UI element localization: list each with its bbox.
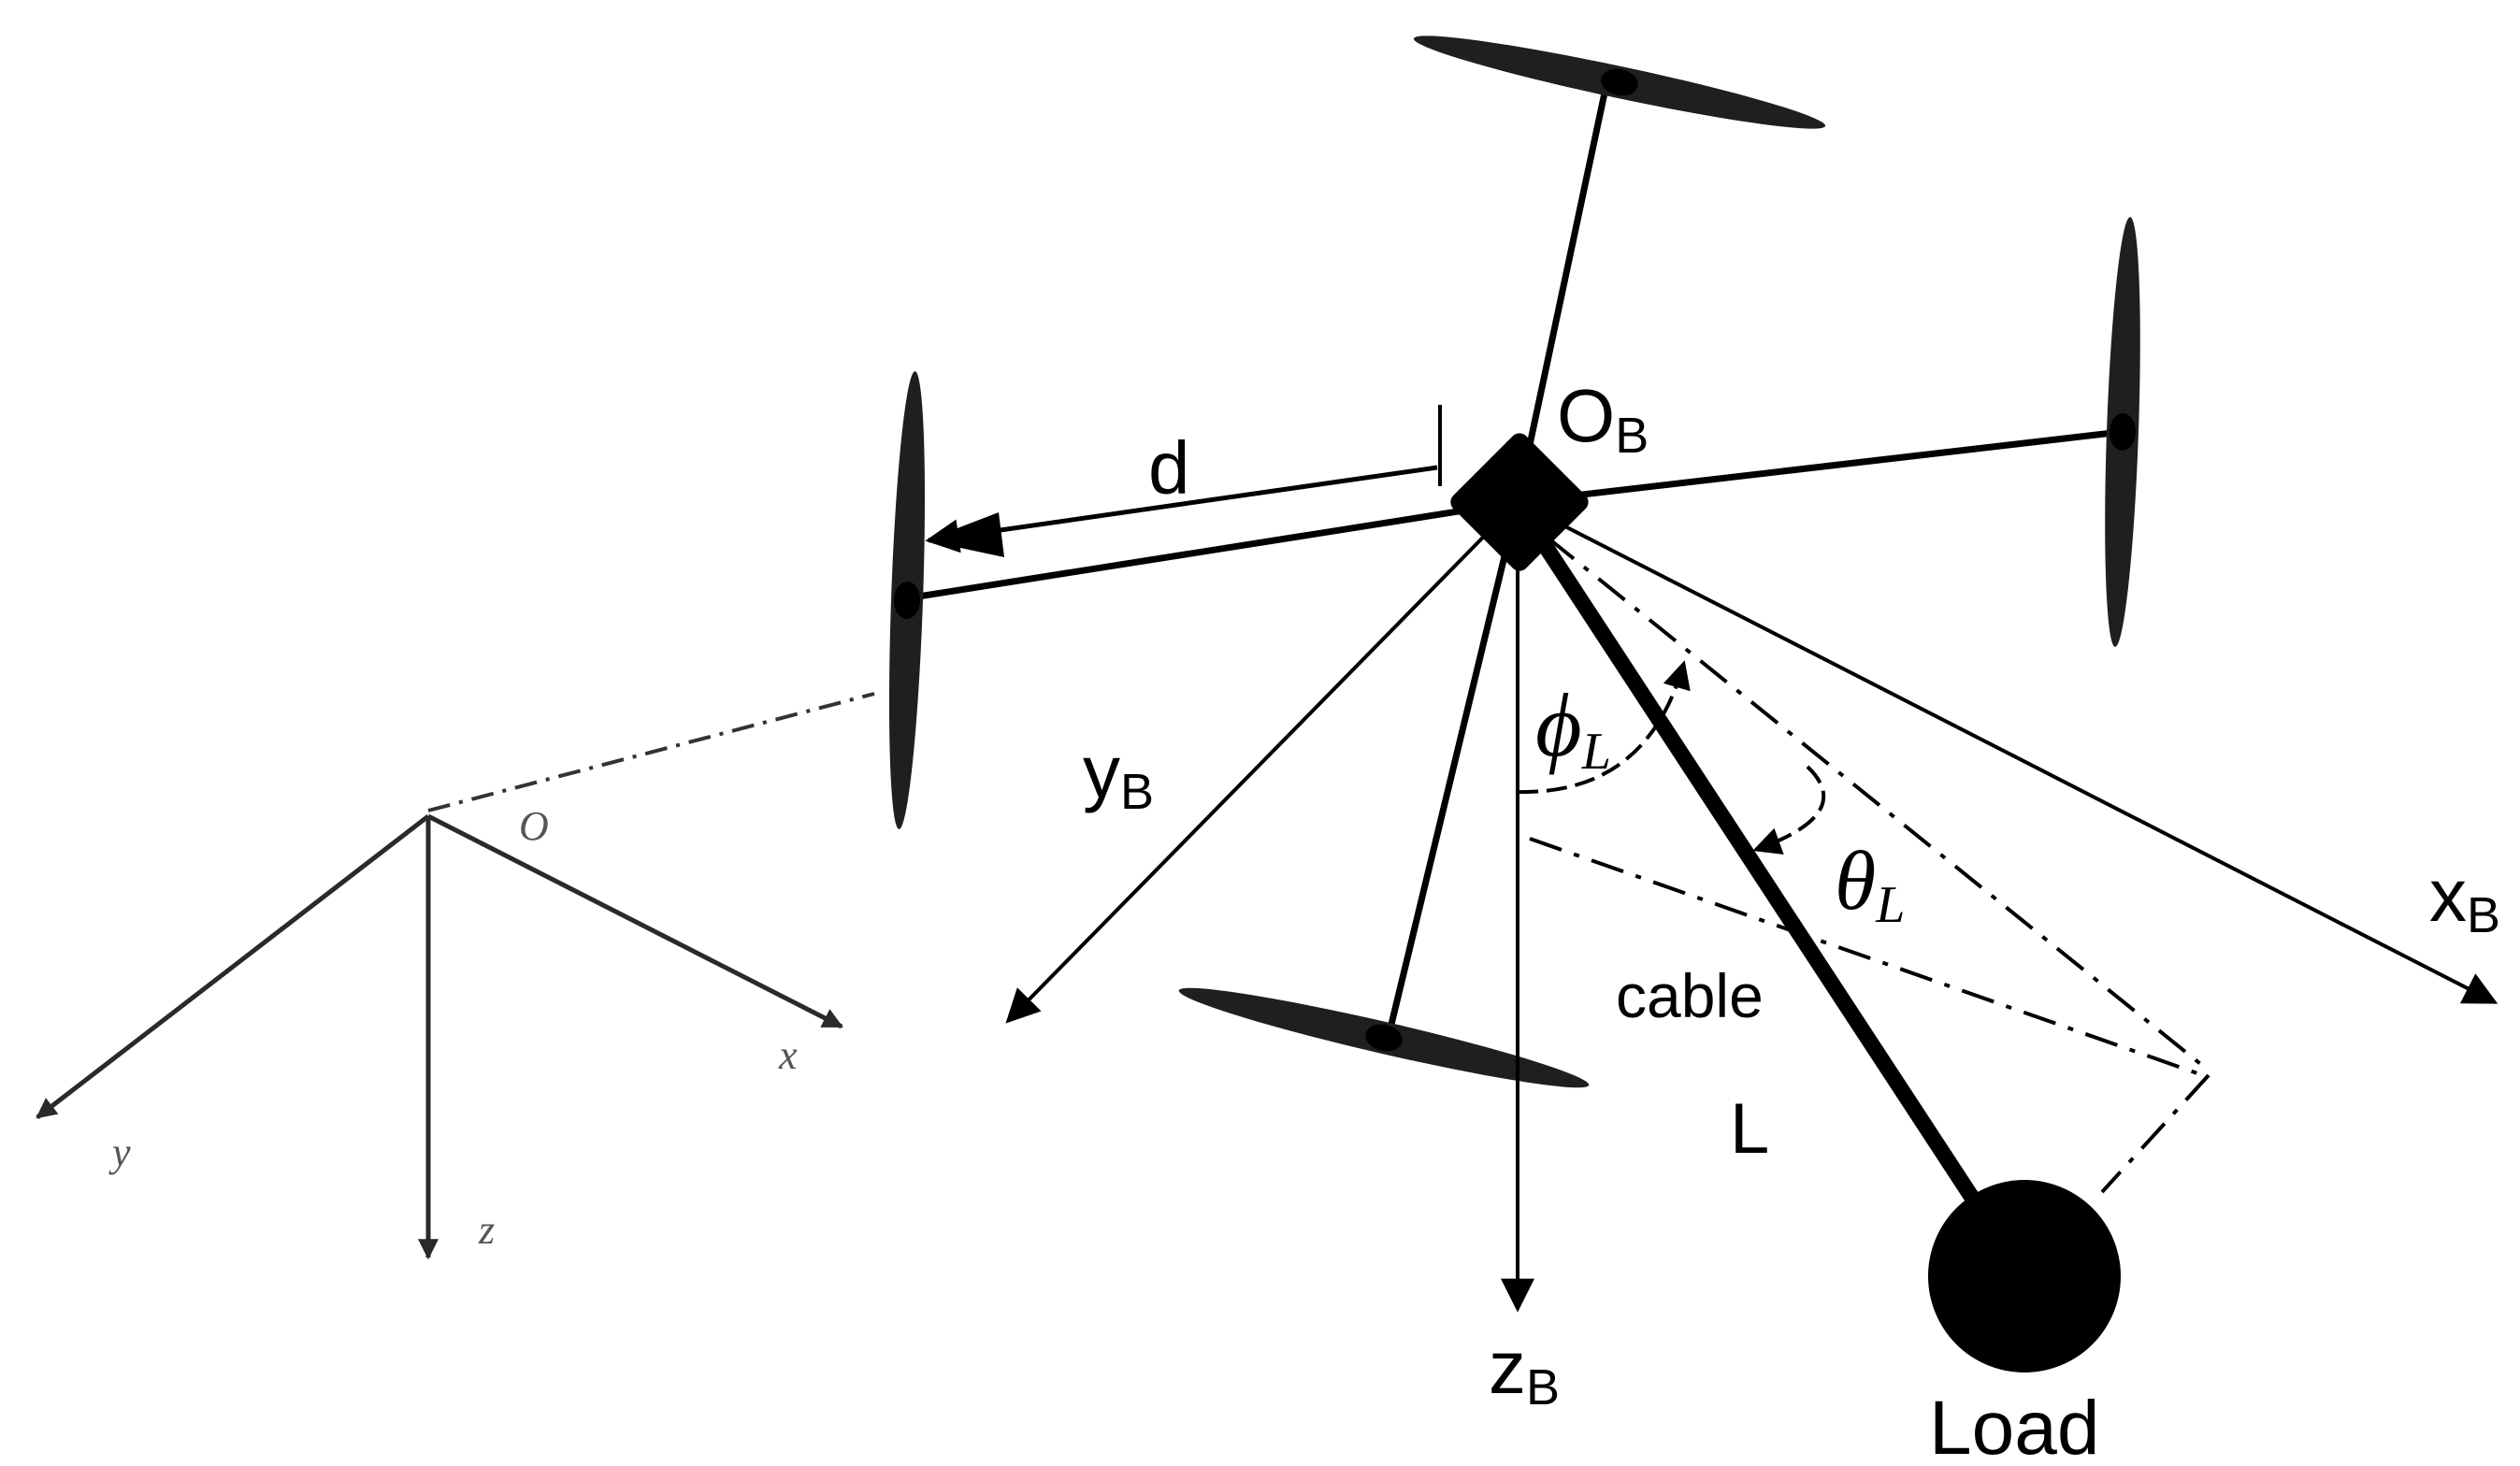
body-origin-label: OB (1557, 374, 1649, 464)
body-x-sub: B (2467, 887, 2500, 943)
phi-angle-label: ϕL (1535, 675, 1611, 781)
theta-reference-line (1529, 837, 2198, 1075)
world-y-axis (36, 814, 430, 1119)
cable-length-label: L (1730, 1089, 1769, 1169)
dimension-arrow-line (925, 465, 1438, 553)
world-x-label: x (778, 1032, 798, 1078)
theta-angle-arc (1752, 765, 1826, 855)
phi-main: ϕ (1535, 675, 1582, 775)
propeller-right (2105, 217, 2140, 647)
dimension-arrowhead-left (926, 512, 1004, 557)
body-y-label: yB (1083, 730, 1154, 820)
body-origin-sub: B (1615, 408, 1649, 464)
projection-lines (1529, 536, 2210, 1194)
body-y-sub: B (1120, 764, 1154, 820)
cable-label: cable (1616, 961, 1764, 1030)
propeller-bottom (1178, 987, 1590, 1088)
body-x-axis (1517, 500, 2498, 1004)
body-z-main: z (1489, 1326, 1526, 1409)
propeller-top (1413, 36, 1826, 129)
quadrotor-arms (914, 80, 2124, 1040)
theta-main: θ (1835, 835, 1876, 927)
body-z-sub: B (1526, 1359, 1560, 1416)
upper-projection-line (1546, 536, 2210, 1072)
body-origin-main: O (1557, 374, 1615, 457)
theta-sub: L (1875, 876, 1905, 934)
world-origin-label: O (519, 803, 549, 849)
arm-right (1514, 428, 2124, 506)
propeller-left (888, 371, 926, 829)
world-x-axis (426, 813, 843, 1029)
body-y-axis (1005, 500, 1519, 1024)
phi-sub: L (1581, 723, 1611, 781)
load-label: Load (1929, 1386, 2099, 1466)
arm-bottom (1385, 498, 1521, 1040)
world-origin-link-line (427, 692, 875, 812)
arm-left (914, 498, 1521, 600)
cable-line (1535, 538, 1985, 1211)
phi-angle-arc (1517, 660, 1691, 795)
world-y-label: y (108, 1129, 131, 1175)
arm-top (1514, 80, 1610, 506)
theta-angle-label: θL (1835, 835, 1905, 934)
world-z-label: z (478, 1207, 495, 1253)
body-z-label: zB (1489, 1326, 1560, 1416)
body-y-main: y (1083, 730, 1120, 813)
world-frame: O x y z (36, 692, 875, 1260)
load-projection-line (2100, 1073, 2210, 1194)
load-mass (1928, 1180, 2121, 1373)
body-x-label: xB (2429, 854, 2500, 943)
body-x-main: x (2429, 854, 2467, 937)
body-frame-axes (1005, 500, 2498, 1313)
diamond-hub-icon (1450, 433, 1589, 571)
arm-length-label: d (1148, 426, 1190, 510)
arm-length-dimension (925, 405, 1442, 557)
